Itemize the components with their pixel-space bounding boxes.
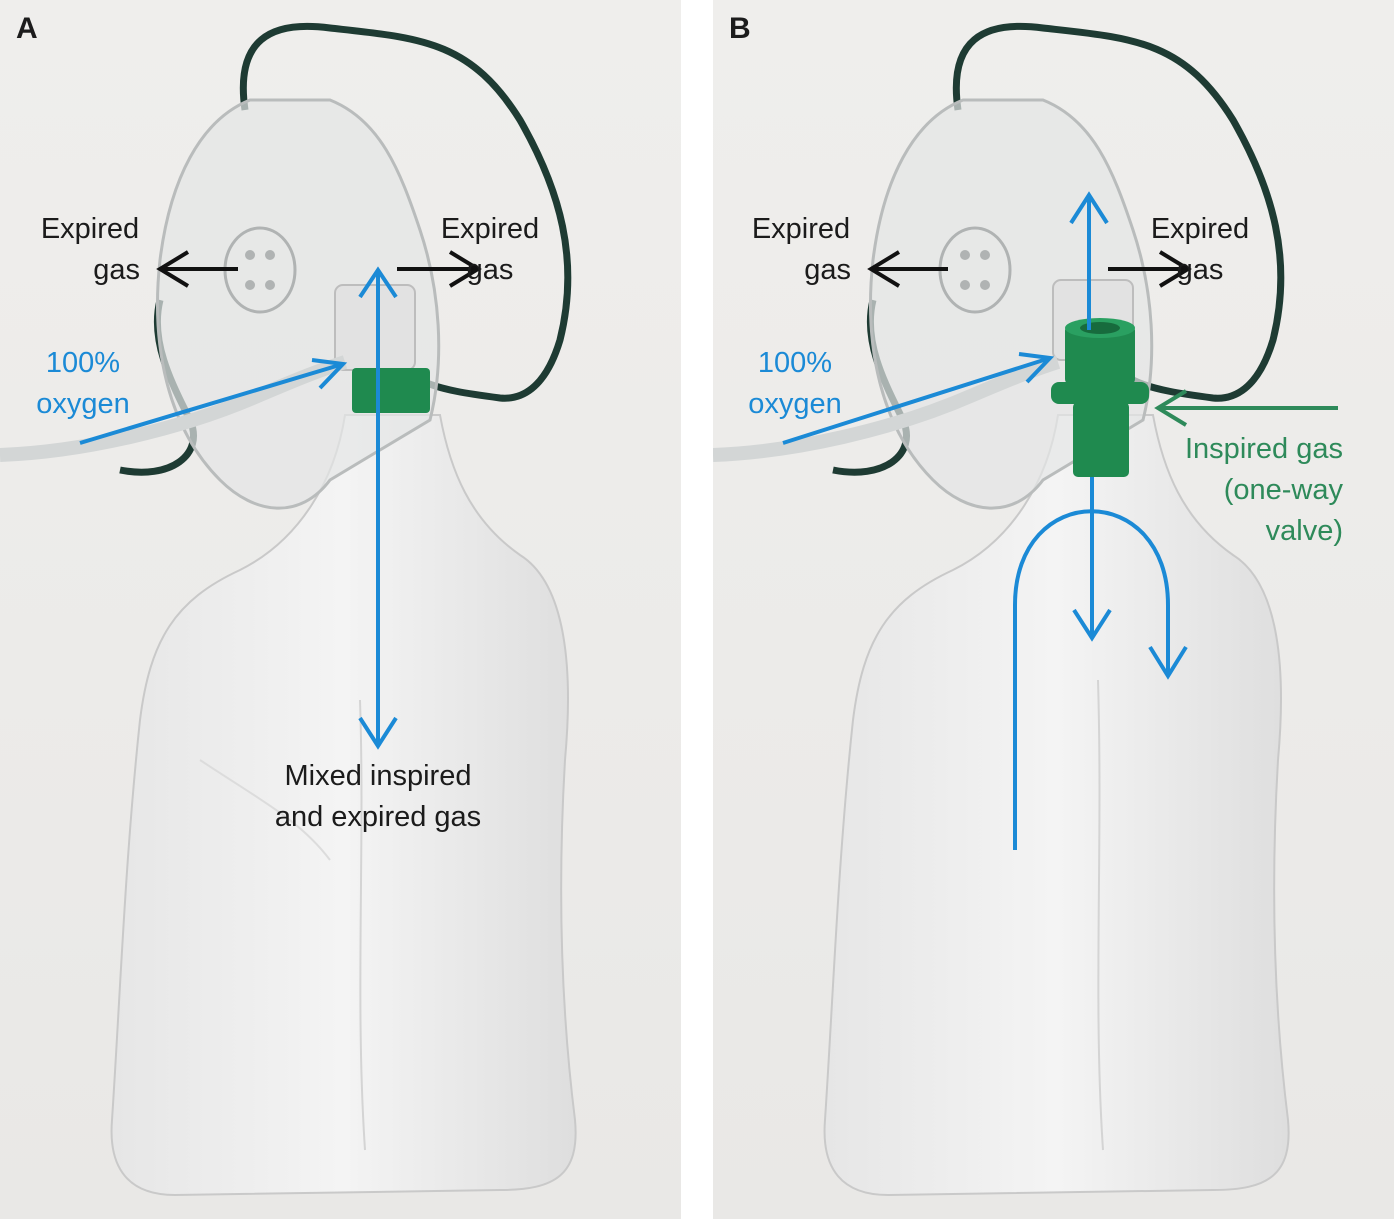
mixed-gas-label: Mixed inspired and expired gas xyxy=(274,760,482,833)
expired-gas-label-left: Expired gas xyxy=(40,213,140,286)
panel-a-photo xyxy=(0,22,577,1197)
expired-arrow-right xyxy=(1108,250,1192,288)
expired-arrow-left xyxy=(867,250,948,288)
elastic-strap xyxy=(952,22,1285,402)
reservoir-bag xyxy=(110,414,577,1197)
oxygen-tubing xyxy=(713,355,1061,462)
green-collar xyxy=(352,368,430,413)
oxygen-label: 100% oxygen xyxy=(36,347,130,420)
expired-arrow-left xyxy=(156,250,238,288)
mixed-gas-arrow xyxy=(358,266,398,750)
panel-a: A Expired gas Expired gas 100% oxygen Mi… xyxy=(0,0,681,1219)
inspired-gas-arrow xyxy=(1154,389,1338,427)
expired-gas-label-right: Expired gas xyxy=(440,213,540,286)
one-way-valve-icon xyxy=(1051,318,1149,477)
panel-b: B Expired gas Expired gas 100% oxygen In… xyxy=(713,0,1394,1219)
expired-gas-label-right: Expired gas xyxy=(1150,213,1250,286)
expired-gas-label-left: Expired gas xyxy=(751,213,851,286)
inspired-gas-label: Inspired gas (one-way valve) xyxy=(1185,433,1343,547)
panel-label-b: B xyxy=(729,12,751,45)
oxygen-arrow xyxy=(79,358,348,445)
elastic-strap xyxy=(239,22,572,402)
oxygen-arrow xyxy=(782,352,1055,445)
bag-fill-u-arrow xyxy=(1013,509,1188,850)
downward-flow-arrow xyxy=(1072,477,1112,642)
upward-flow-arrow xyxy=(1069,191,1109,330)
expired-arrow-right xyxy=(397,250,482,288)
oxygen-label: 100% oxygen xyxy=(748,347,842,420)
panel-label-a: A xyxy=(16,12,38,45)
reservoir-bag xyxy=(823,414,1290,1197)
panel-b-photo xyxy=(713,22,1338,1197)
